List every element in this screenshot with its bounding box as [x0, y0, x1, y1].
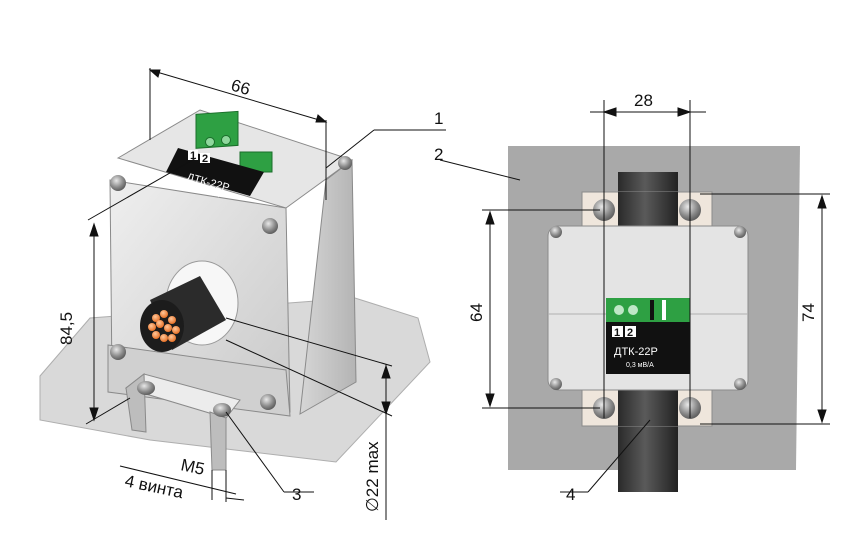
dim-height-84-5: 84,5 — [57, 312, 76, 345]
screw — [110, 344, 126, 360]
dim-hole-diameter: ∅22 max — [363, 441, 382, 512]
housing-bottom-rail — [107, 344, 291, 417]
left-label-pos1: 1 — [190, 150, 196, 162]
dim-inner-64: 64 — [467, 303, 486, 322]
dim-screws: 4 винта — [123, 471, 185, 502]
callout-1: 1 — [434, 109, 443, 128]
right-label-rating: 0,3 мВ/А — [626, 362, 654, 369]
dim-conductor-28: 28 — [634, 91, 653, 110]
screw — [262, 218, 278, 234]
left-view: 1 2 ДТК-22Р 0,3 мВ/А — [39, 68, 446, 520]
right-label-pos1: 1 — [614, 327, 620, 339]
right-dimension-lines — [439, 100, 830, 493]
right-view: 1 2 ДТК-22Р 0,3 мВ/А 28 64 — [439, 91, 830, 493]
left-device-label: 1 2 ДТК-22Р 0,3 мВ/А — [166, 148, 264, 199]
callout-4: 4 — [566, 485, 575, 504]
right-label-model: ДТК-22Р — [614, 346, 658, 358]
callout-2: 2 — [434, 145, 443, 164]
dim-width-66: 66 — [229, 76, 252, 99]
right-device-label: 1 2 ДТК-22Р 0,3 мВ/А — [606, 322, 690, 374]
left-label-pos2: 2 — [202, 153, 208, 165]
screw — [260, 394, 276, 410]
callout-3: 3 — [292, 485, 301, 504]
left-dimension-lines — [85, 68, 446, 520]
m5-screw — [137, 381, 155, 395]
copper-strands — [148, 310, 180, 342]
right-label-pos2: 2 — [627, 327, 633, 339]
dim-outer-74: 74 — [799, 303, 818, 322]
terminal-block — [195, 110, 273, 173]
housing-side — [299, 158, 357, 415]
screw — [110, 175, 126, 191]
screw — [338, 156, 352, 170]
dim-thread-m5: М5 — [179, 455, 206, 478]
housing-top — [116, 109, 354, 209]
